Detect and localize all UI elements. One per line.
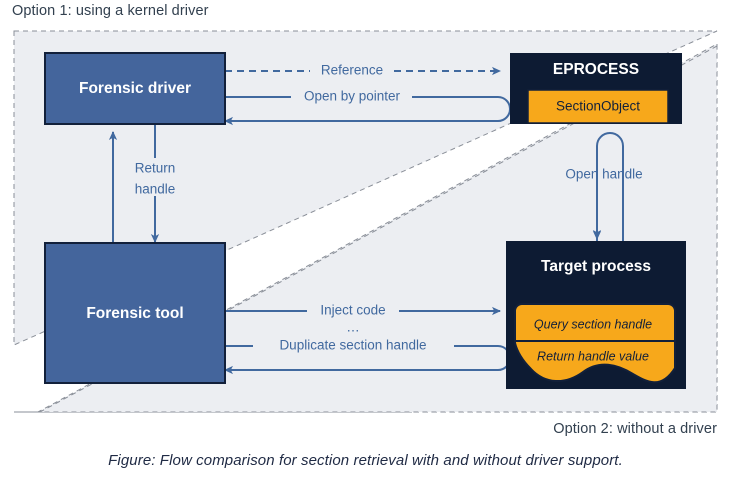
- edge-inject-code: Inject code: [225, 303, 501, 318]
- edge-reference: Reference: [225, 63, 501, 78]
- edge-open-handle: Open handle: [565, 132, 643, 241]
- node-target-process[interactable]: Target process Query section handle Retu…: [506, 241, 686, 389]
- edge-label-ellipsis: …: [346, 320, 360, 335]
- edge-label-inject-code: Inject code: [320, 303, 385, 318]
- node-label-query-section-handle: Query section handle: [534, 317, 652, 331]
- node-label-target-process: Target process: [541, 258, 651, 275]
- option-2-label: Option 2: without a driver: [553, 421, 717, 437]
- node-eprocess[interactable]: EPROCESS SectionObject: [510, 53, 682, 124]
- edge-return-handle: Return handle: [135, 124, 176, 243]
- node-label-forensic-tool: Forensic tool: [86, 305, 183, 322]
- edge-label-open-by-pointer: Open by pointer: [304, 89, 401, 104]
- edge-label-duplicate-section-handle: Duplicate section handle: [279, 338, 426, 353]
- node-forensic-tool[interactable]: Forensic tool: [44, 242, 226, 384]
- node-label-eprocess: EPROCESS: [553, 61, 639, 78]
- node-label-forensic-driver: Forensic driver: [79, 80, 191, 97]
- torn-document: Query section handle Return handle value: [514, 303, 676, 384]
- edge-label-return-handle-1: Return: [135, 161, 176, 176]
- option-1-label: Option 1: using a kernel driver: [12, 3, 209, 19]
- figure-caption: Figure: Flow comparison for section retr…: [108, 452, 623, 469]
- node-label-section-object: SectionObject: [556, 99, 640, 114]
- edge-label-return-handle-2: handle: [135, 182, 176, 197]
- node-label-return-handle-value: Return handle value: [537, 349, 649, 363]
- edge-label-open-handle: Open handle: [565, 167, 642, 182]
- node-forensic-driver[interactable]: Forensic driver: [44, 52, 226, 125]
- edge-label-reference: Reference: [321, 63, 383, 78]
